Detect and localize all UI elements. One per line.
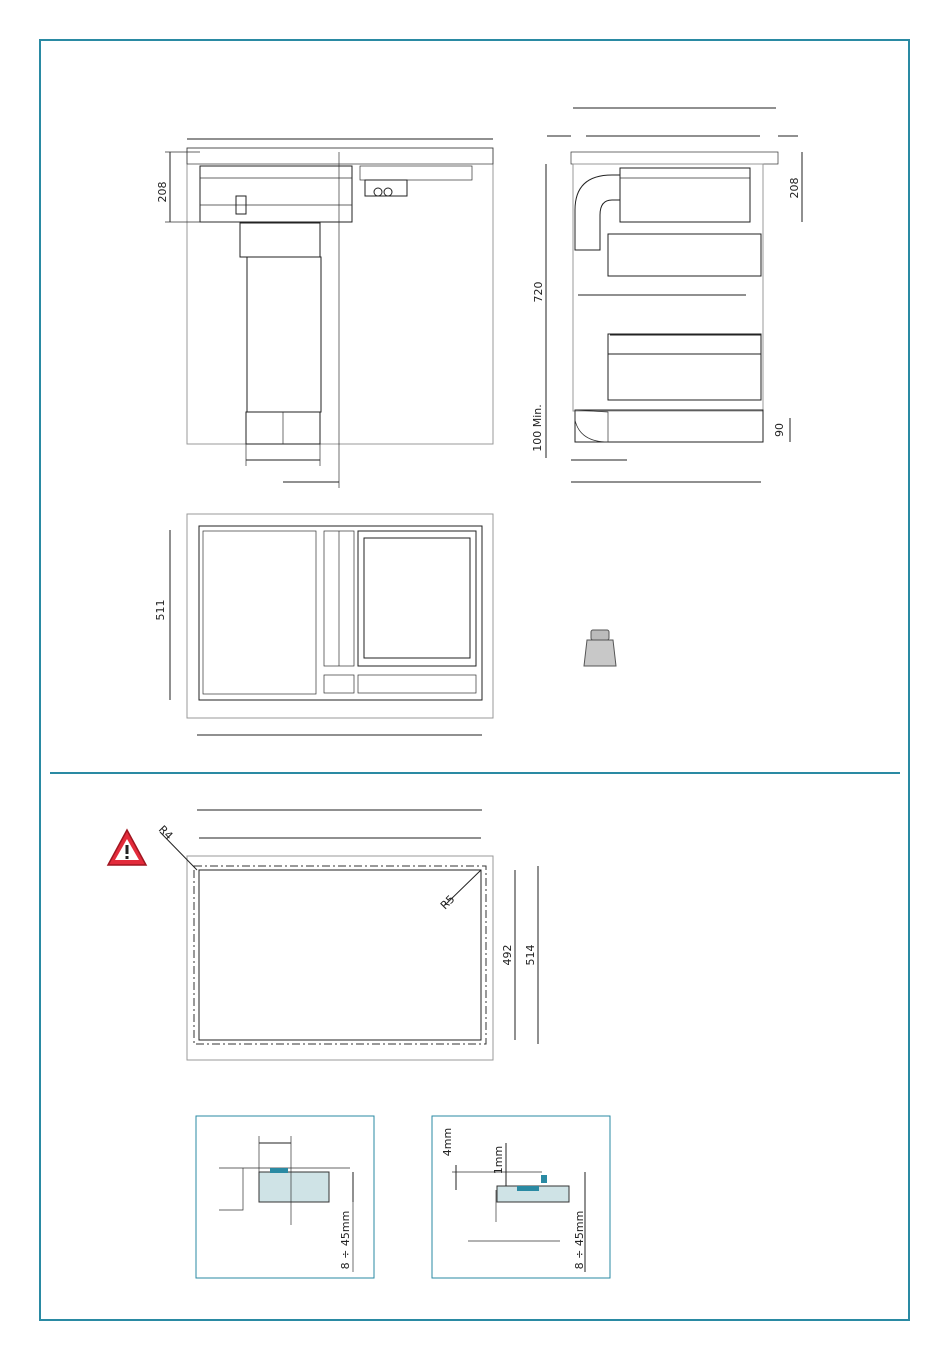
top-view: 511	[154, 514, 493, 735]
front-view: 208	[156, 139, 493, 488]
front-height-label: 208	[156, 182, 169, 203]
cutout-view: R4 R5 492 514	[156, 810, 538, 1060]
detail1-range-label: 8 ÷ 45mm	[339, 1211, 352, 1270]
cutout-inner-label: 492	[501, 945, 514, 966]
radius-corner-label: R4	[156, 823, 176, 843]
side-bottom-label: 90	[773, 423, 786, 437]
detail2-gap-label: 1mm	[492, 1146, 505, 1174]
detail-flush-mount: 8 ÷ 45mm	[196, 1116, 374, 1278]
cutout-outer-label: 514	[524, 945, 537, 966]
detail2-top-label: 4mm	[441, 1128, 454, 1156]
weight-icon	[584, 630, 616, 666]
detail2-range-label: 8 ÷ 45mm	[573, 1211, 586, 1270]
top-depth-label: 511	[154, 600, 167, 621]
warning-icon	[108, 830, 146, 865]
side-view: 208 720 100 Min. 90	[531, 108, 802, 482]
side-total-label: 720	[532, 282, 545, 303]
side-height-label: 208	[788, 178, 801, 199]
side-min-label: 100 Min.	[531, 404, 544, 452]
detail-raised-mount: 4mm 1mm 8 ÷ 45mm	[432, 1116, 610, 1278]
